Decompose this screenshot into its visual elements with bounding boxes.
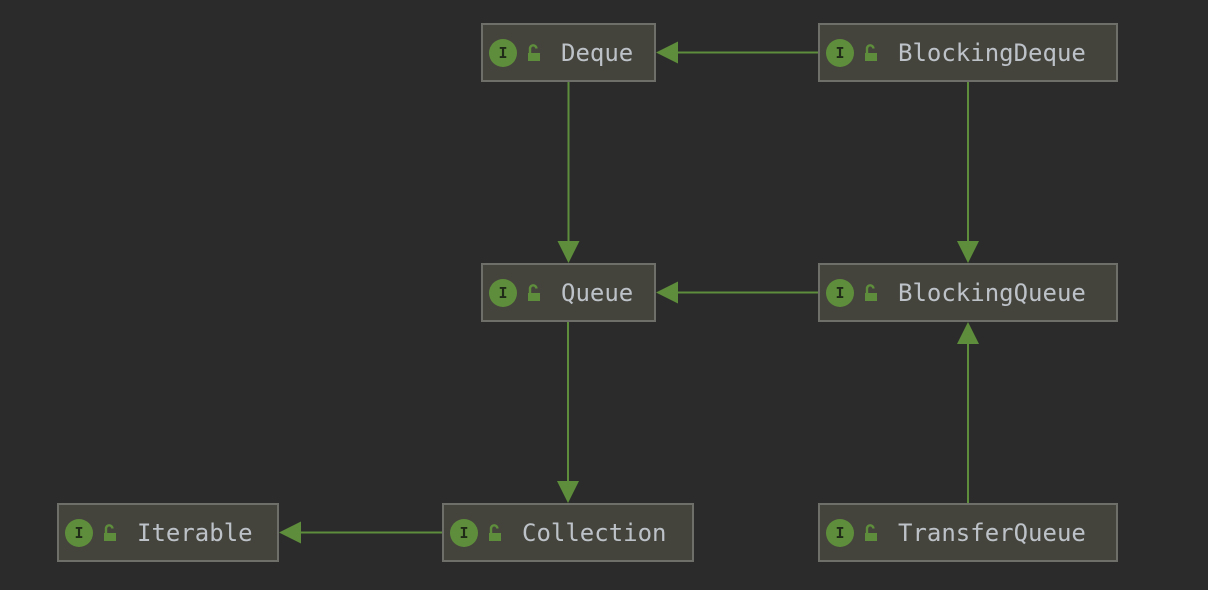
interface-icon: I	[65, 518, 93, 547]
node-queue[interactable]: I Queue	[481, 263, 656, 322]
open-lock-icon	[528, 283, 540, 301]
node-blockingqueue[interactable]: I BlockingQueue	[818, 263, 1118, 322]
arrowhead-blockingdeque-to-blockingqueue	[957, 241, 979, 263]
interface-icon: I	[450, 518, 478, 547]
node-label: BlockingDeque	[898, 38, 1086, 67]
node-blockingdeque[interactable]: I BlockingDeque	[818, 23, 1118, 82]
node-label: Queue	[561, 278, 634, 307]
arrowhead-transferqueue-to-blockingqueue	[957, 322, 979, 344]
node-deque[interactable]: I Deque	[481, 23, 656, 82]
interface-icon: I	[489, 278, 517, 307]
open-lock-icon	[104, 523, 116, 541]
interface-icon: I	[826, 278, 854, 307]
node-label: TransferQueue	[898, 518, 1086, 547]
node-label: BlockingQueue	[898, 278, 1086, 307]
arrowhead-deque-to-queue	[557, 241, 580, 263]
node-transferqueue[interactable]: I TransferQueue	[818, 503, 1118, 562]
open-lock-icon	[865, 523, 877, 541]
interface-icon: I	[826, 518, 854, 547]
arrowhead-blockingdeque-to-deque	[656, 41, 678, 64]
interface-icon: I	[489, 38, 517, 67]
node-collection[interactable]: I Collection	[442, 503, 694, 562]
arrowhead-queue-to-collection	[557, 481, 579, 503]
open-lock-icon	[865, 43, 877, 61]
interface-icon: I	[826, 38, 854, 67]
node-iterable[interactable]: I Iterable	[57, 503, 279, 562]
open-lock-icon	[489, 523, 501, 541]
node-label: Iterable	[137, 518, 253, 547]
node-label: Collection	[522, 518, 667, 547]
arrowhead-blockingqueue-to-queue	[656, 281, 678, 304]
open-lock-icon	[865, 283, 877, 301]
node-label: Deque	[561, 38, 634, 67]
arrowhead-collection-to-iterable	[279, 521, 301, 544]
open-lock-icon	[528, 43, 540, 61]
